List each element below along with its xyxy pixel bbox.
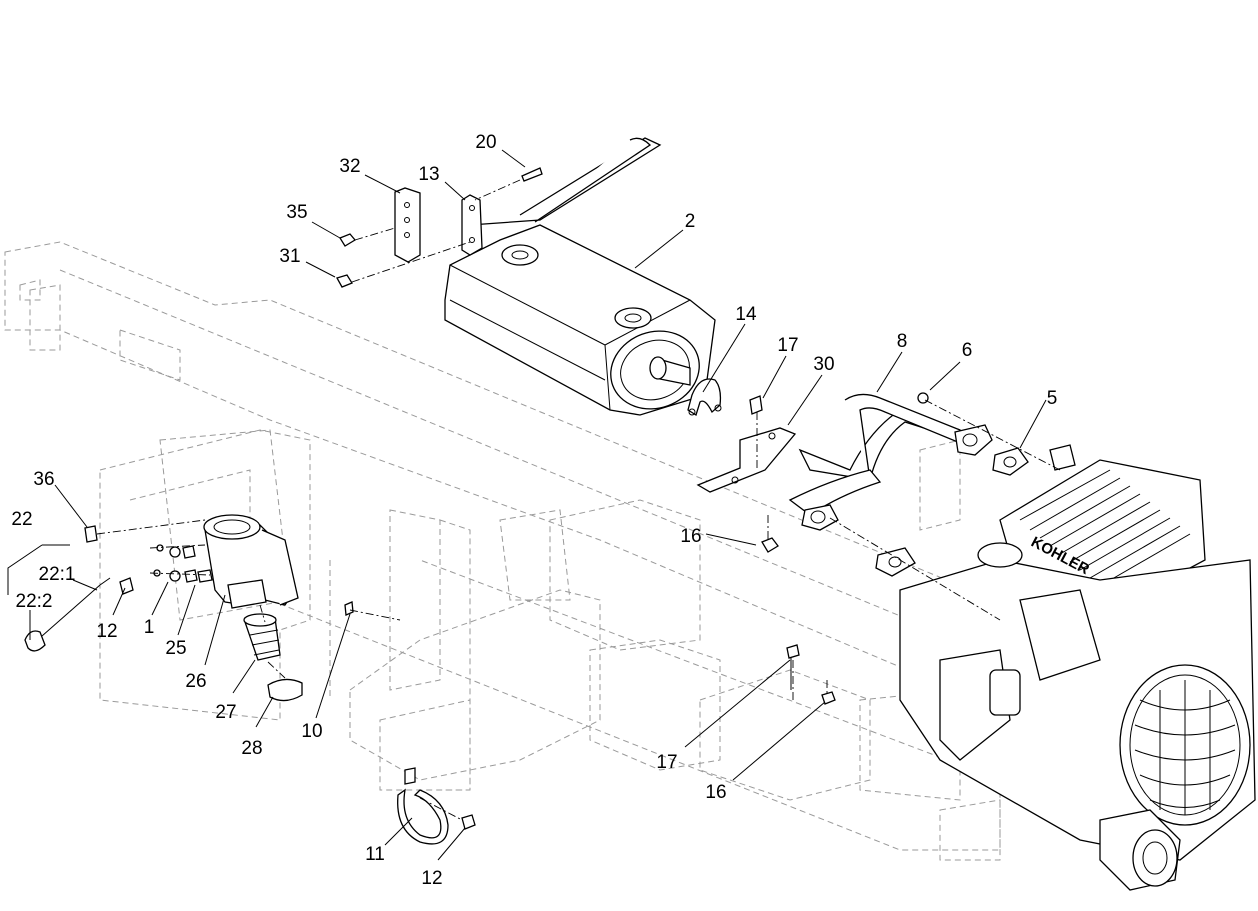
callout-5: 5 <box>1047 388 1058 409</box>
clamp-14 <box>687 378 722 416</box>
callout-11: 11 <box>365 844 385 865</box>
callout-16-lower: 16 <box>705 782 726 803</box>
air-cleaner-assembly <box>203 514 303 702</box>
callout-35: 35 <box>286 202 307 223</box>
callout-26: 26 <box>185 671 206 692</box>
bracket-30 <box>696 395 797 493</box>
callout-2: 2 <box>685 211 696 232</box>
exhaust-pipe-8 <box>788 393 993 531</box>
clamp-11 <box>344 601 476 845</box>
callout-16-upper: 16 <box>680 526 701 547</box>
fasteners-top <box>336 167 543 288</box>
callout-17-lower: 17 <box>656 752 677 773</box>
callout-36: 36 <box>33 469 54 490</box>
callout-10: 10 <box>301 721 322 742</box>
callout-32: 32 <box>339 156 360 177</box>
callout-12-left: 12 <box>96 621 117 642</box>
callout-12-bottom: 12 <box>421 868 442 889</box>
mower-frame-ghost <box>4 241 1181 861</box>
callout-13: 13 <box>418 164 439 185</box>
callout-28: 28 <box>241 738 262 759</box>
callout-22-1: 22:1 <box>39 564 76 585</box>
engine-assembly: KOHLER <box>899 444 1256 891</box>
callout-27: 27 <box>215 702 236 723</box>
bracket-13 <box>461 194 483 256</box>
leader-lines <box>7 149 1047 861</box>
callout-30: 30 <box>813 354 834 375</box>
gaskets <box>829 392 1061 621</box>
bracket-32 <box>394 187 421 263</box>
small-hardware <box>24 519 213 652</box>
callout-22-2: 22:2 <box>16 591 53 612</box>
fasteners-lower <box>761 515 836 705</box>
callout-31: 31 <box>279 246 300 267</box>
callout-14: 14 <box>735 304 757 325</box>
callout-8: 8 <box>897 331 908 352</box>
callout-17-upper: 17 <box>777 335 798 356</box>
callout-22: 22 <box>11 509 32 530</box>
callout-20: 20 <box>475 132 496 153</box>
callout-6: 6 <box>962 340 973 361</box>
callout-25: 25 <box>165 638 186 659</box>
callout-1: 1 <box>144 617 155 638</box>
muffler <box>444 137 716 416</box>
